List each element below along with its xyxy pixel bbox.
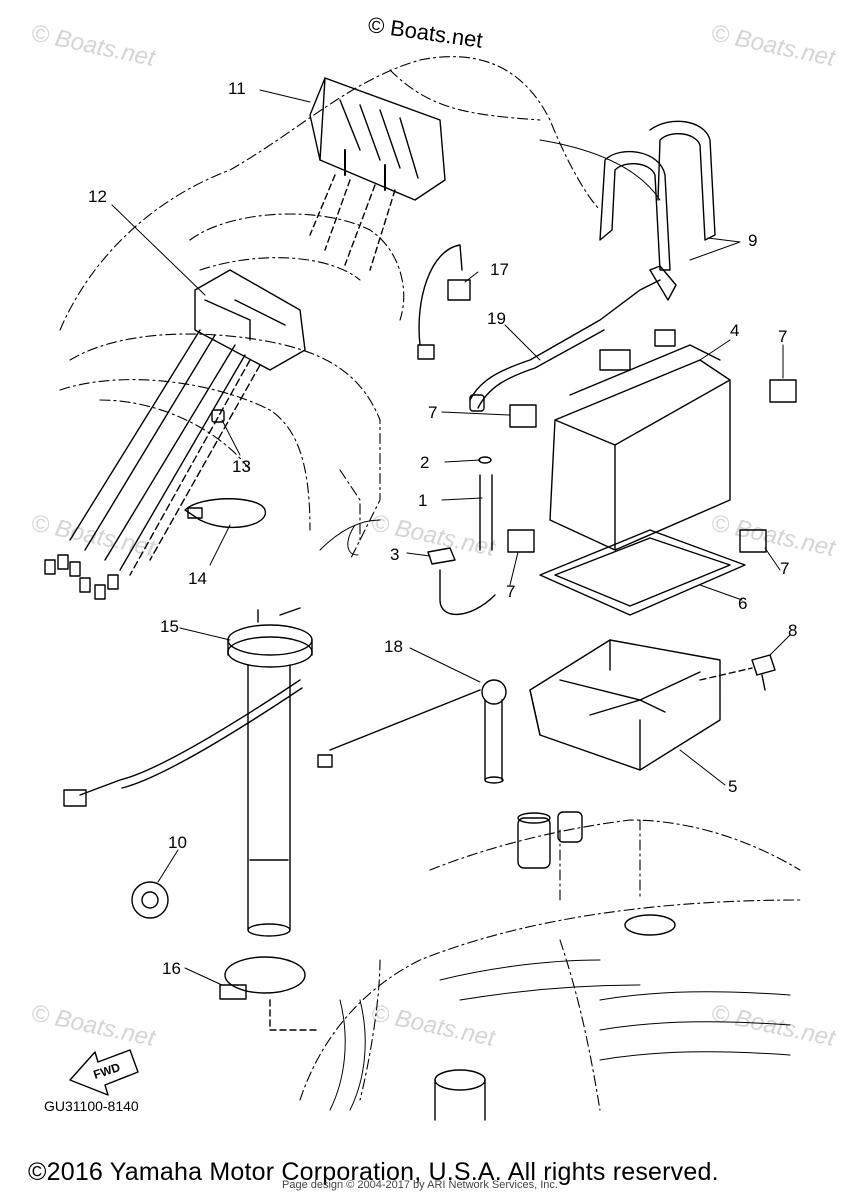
callout-8: 8 [788,621,797,640]
callout-4: 4 [730,321,739,340]
diagram-code: GU31100-8140 [44,1098,139,1114]
battery-cable [469,265,677,412]
seat-contours [319,139,791,1111]
wire-harness [44,269,306,600]
callout-18: 18 [384,637,403,656]
battery-box [529,639,721,771]
callout-12: 12 [88,187,107,206]
grommet-part [131,881,169,919]
relay-part [417,244,471,360]
watermark: © Boats.net [709,999,839,1052]
page-design-credit: Page design © 2004-2017 by ARI Network S… [282,1179,558,1191]
callout-7: 7 [428,403,437,422]
background-watermarks: © Boats.net © Boats.net © Boats.net © Bo… [29,19,839,1052]
watermark: © Boats.net [709,19,839,72]
copyright-text: ©2016 Yamaha Motor Corporation, U.S.A. A… [28,1158,719,1186]
callout-16: 16 [162,959,181,978]
callout-5: 5 [728,777,737,796]
meter-unit [309,77,446,271]
watermark: © Boats.net [369,999,499,1052]
leader-lines [111,89,791,986]
watermark: © Boats.net [709,509,839,562]
callout-14: 14 [188,569,207,588]
callout-19: 19 [487,309,506,328]
tank-fittings [434,811,676,1121]
hose-clamp [219,956,321,1031]
fwd-arrow-icon: FWD [69,1049,139,1096]
callout-7: 7 [778,327,787,346]
watermark: © Boats.net [369,509,499,562]
watermark: © Boats.net [29,999,159,1052]
callout-1: 1 [418,491,427,510]
fuel-sender [63,607,313,937]
battery-bands [599,120,716,271]
bolt-part [699,654,776,691]
cable-tie [184,498,266,528]
callout-11: 11 [228,79,246,98]
callout-6: 6 [738,594,747,613]
callout-10: 10 [168,833,187,852]
battery-part [549,329,731,551]
watermark: © Boats.net [29,19,159,72]
callout-3: 3 [390,545,399,564]
callout-9: 9 [748,231,757,250]
battery-mat [539,529,746,616]
callout-15: 15 [160,617,179,636]
callout-7: 7 [506,582,515,601]
fuel-lead [317,679,507,784]
callout-13: 13 [232,457,251,476]
callout-numbers: 11 12 13 14 17 19 4 7 7 2 1 3 7 7 6 9 8 … [88,79,797,978]
hull-outline [59,56,801,1111]
warning-labels [507,379,797,553]
fwd-label: FWD [92,1060,123,1082]
callout-17: 17 [490,260,509,279]
callout-7: 7 [780,559,789,578]
callout-2: 2 [420,453,429,472]
clip-part [211,409,225,423]
